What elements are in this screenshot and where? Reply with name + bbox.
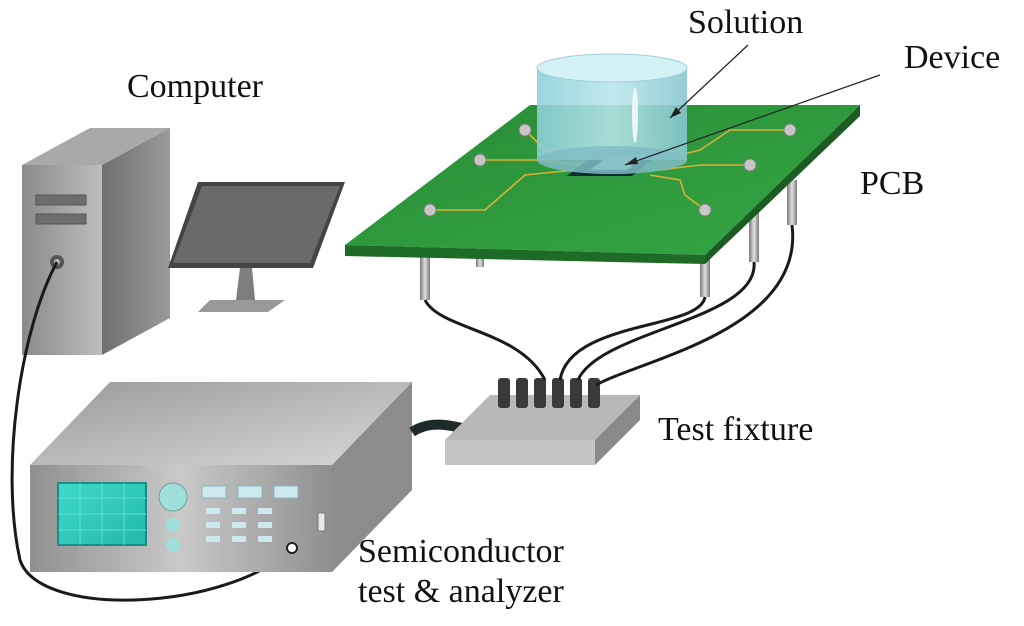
tower-computer-icon (22, 128, 170, 355)
analyzer-label-line2: test & analyzer (358, 573, 564, 610)
pcb-icon (345, 105, 860, 264)
pcb-fixture-cables (423, 224, 795, 387)
analyzer-label: Semiconductor test & analyzer (358, 532, 564, 612)
analyzer-icon (30, 382, 412, 572)
pcb-pins (420, 180, 797, 300)
test-fixture-label: Test fixture (658, 411, 814, 448)
solution-beaker-icon (536, 53, 688, 174)
device-label: Device (904, 39, 1001, 76)
device-arrowhead (625, 157, 638, 165)
analyzer-label-line1: Semiconductor (358, 533, 564, 570)
monitor-icon (168, 182, 345, 312)
fixture-icon (445, 378, 640, 465)
computer-analyzer-cable (10, 261, 294, 602)
pcb-label: PCB (860, 165, 925, 202)
solution-arrowhead (670, 107, 681, 118)
solution-label: Solution (688, 4, 804, 41)
leader-lines (624, 44, 881, 166)
computer-label: Computer (127, 68, 263, 105)
